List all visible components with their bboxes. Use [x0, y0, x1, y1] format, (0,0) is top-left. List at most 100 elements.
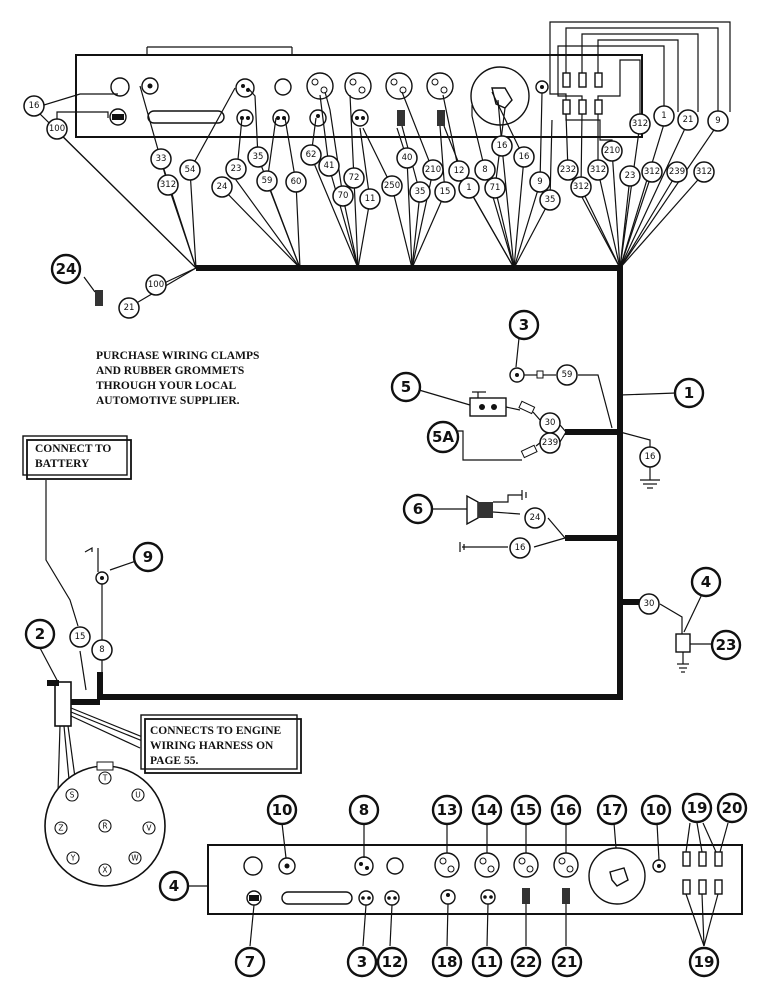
callout-4: 4 [690, 566, 722, 598]
svg-text:7: 7 [245, 953, 255, 971]
svg-text:62: 62 [306, 150, 317, 160]
svg-text:1: 1 [661, 111, 666, 121]
note-engine-box: CONNECTS TO ENGINE WIRING HARNESS ON PAG… [140, 714, 302, 774]
plug-pin-label: V [146, 824, 152, 833]
callout-20: 20 [716, 792, 748, 824]
top-instrument-panel [75, 46, 643, 138]
wire-label-60: 60 [285, 171, 307, 193]
callout-23: 23 [710, 629, 742, 661]
wire-label-59b: 59 [556, 364, 578, 386]
svg-text:16: 16 [497, 141, 508, 151]
svg-text:9: 9 [715, 116, 720, 126]
wire-label-16: 16 [23, 95, 45, 117]
wire-label-1: 1 [458, 177, 480, 199]
note-battery-box: CONNECT TO BATTERY [22, 435, 132, 480]
svg-text:17: 17 [602, 801, 623, 819]
note-purchase-line-2: AND RUBBER GROMMETS [96, 365, 244, 377]
wire-label-15: 15 [434, 181, 456, 203]
note-engine-line-1: CONNECTS TO ENGINE [150, 725, 282, 737]
wire-label-23: 23 [225, 158, 247, 180]
svg-text:11: 11 [365, 194, 376, 204]
wire-label-312: 312 [157, 174, 179, 196]
callout-5: 5 [390, 371, 422, 403]
wire-label-30b: 30 [638, 593, 660, 615]
wire-label-35c: 35 [539, 189, 561, 211]
wire-label-70: 70 [332, 185, 354, 207]
callout-21: 21 [551, 946, 583, 978]
svg-text:16: 16 [645, 452, 656, 462]
svg-text:54: 54 [185, 165, 196, 175]
callout-3: 3 [508, 309, 540, 341]
plug-pin-label: W [131, 854, 139, 863]
wire-labels: 16 100 33 312 54 23 24 35 59 60 62 41 72… [23, 95, 729, 661]
wire-label-312f: 312 [693, 161, 715, 183]
wire-label-24: 24 [211, 176, 233, 198]
wire-label-23b: 23 [619, 165, 641, 187]
wire-label-16b: 16 [491, 135, 513, 157]
callout-19-bottom: 19 [688, 946, 720, 978]
note-purchase-line-4: AUTOMOTIVE SUPPLIER. [96, 395, 240, 407]
callout-4-bottom: 4 [158, 870, 190, 902]
svg-text:312: 312 [590, 165, 606, 175]
callout-6: 6 [402, 493, 434, 525]
callout-7: 7 [234, 946, 266, 978]
svg-text:4: 4 [701, 573, 711, 591]
wire-label-11: 11 [359, 188, 381, 210]
callout-2: 2 [24, 618, 56, 650]
wire-label-30: 30 [539, 412, 561, 434]
wire-label-210: 210 [422, 159, 444, 181]
svg-text:312: 312 [644, 167, 660, 177]
wire-label-33: 33 [150, 148, 172, 170]
wire-label-312b: 312 [570, 176, 592, 198]
plug-pin-z [54, 821, 68, 835]
svg-text:2: 2 [35, 625, 45, 643]
callout-8: 8 [348, 794, 380, 826]
wire-label-100b: 100 [145, 274, 167, 296]
svg-text:3: 3 [519, 316, 529, 334]
svg-text:22: 22 [516, 953, 537, 971]
callout-18: 18 [431, 946, 463, 978]
svg-text:1: 1 [684, 384, 694, 402]
wire-label-239b: 239 [539, 432, 561, 454]
svg-text:10: 10 [646, 801, 667, 819]
svg-text:5A: 5A [432, 428, 454, 446]
svg-text:8: 8 [99, 645, 104, 655]
wire-label-1b: 1 [653, 105, 675, 127]
plug-pin-s [65, 788, 79, 802]
svg-text:13: 13 [437, 801, 458, 819]
callout-11: 11 [471, 946, 503, 978]
svg-text:210: 210 [604, 146, 620, 156]
svg-text:5: 5 [401, 378, 411, 396]
wire-label-100: 100 [46, 118, 68, 140]
plug-pin-u [131, 788, 145, 802]
wire-label-9: 9 [529, 171, 551, 193]
svg-text:10: 10 [272, 801, 293, 819]
svg-text:70: 70 [338, 191, 349, 201]
svg-text:15: 15 [440, 187, 451, 197]
svg-text:24: 24 [530, 513, 541, 523]
note-purchase: PURCHASE WIRING CLAMPS AND RUBBER GROMME… [96, 350, 259, 407]
svg-text:3: 3 [357, 953, 367, 971]
svg-text:23: 23 [231, 164, 242, 174]
svg-text:71: 71 [490, 183, 501, 193]
callout-9: 9 [132, 541, 164, 573]
svg-text:21: 21 [683, 115, 694, 125]
svg-text:35: 35 [545, 195, 556, 205]
svg-text:16: 16 [556, 801, 577, 819]
wire-label-15b: 15 [69, 626, 91, 648]
wire-label-12: 12 [448, 160, 470, 182]
wire-label-16d: 16 [639, 446, 661, 468]
svg-text:20: 20 [722, 799, 743, 817]
svg-text:312: 312 [696, 167, 712, 177]
callout-22: 22 [510, 946, 542, 978]
svg-text:24: 24 [217, 182, 228, 192]
svg-text:210: 210 [425, 165, 441, 175]
part-callouts: 24 3 5 5A 1 6 9 4 23 2 10 8 13 14 15 16 … [24, 253, 748, 978]
svg-text:21: 21 [557, 953, 578, 971]
svg-text:35: 35 [253, 152, 264, 162]
plug-pin-label: T [102, 774, 108, 783]
svg-text:33: 33 [156, 154, 167, 164]
svg-text:239: 239 [669, 167, 685, 177]
fuse-24 [83, 276, 103, 306]
